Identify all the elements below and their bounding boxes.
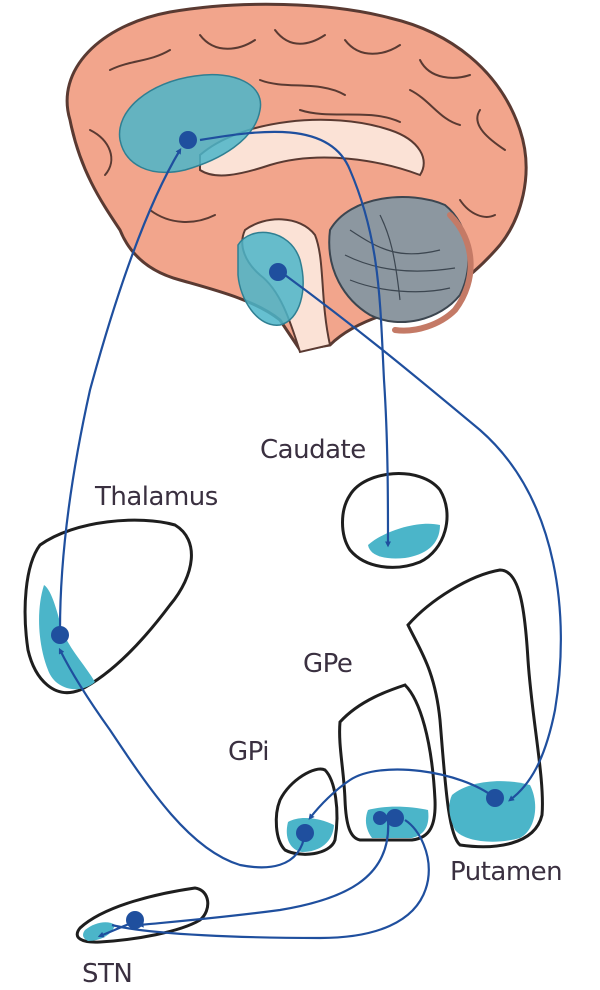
stn-neuron [126, 911, 144, 929]
label-putamen: Putamen [450, 857, 562, 887]
label-thalamus: Thalamus [94, 482, 218, 512]
label-gpe: GPe [303, 649, 352, 679]
cortex-neuron [179, 131, 197, 149]
label-caudate: Caudate [260, 435, 366, 465]
label-gpi: GPi [228, 737, 269, 767]
gpi-neuron [296, 824, 314, 842]
brainstem-neuron [269, 263, 287, 281]
gpe-neuron-2 [373, 811, 387, 825]
thalamus-neuron [51, 626, 69, 644]
gpe-neuron [386, 809, 404, 827]
putamen-neuron [486, 789, 504, 807]
deep-nucleus-highlight [238, 232, 303, 325]
brain-illustration [67, 4, 526, 352]
label-stn: STN [82, 959, 132, 989]
